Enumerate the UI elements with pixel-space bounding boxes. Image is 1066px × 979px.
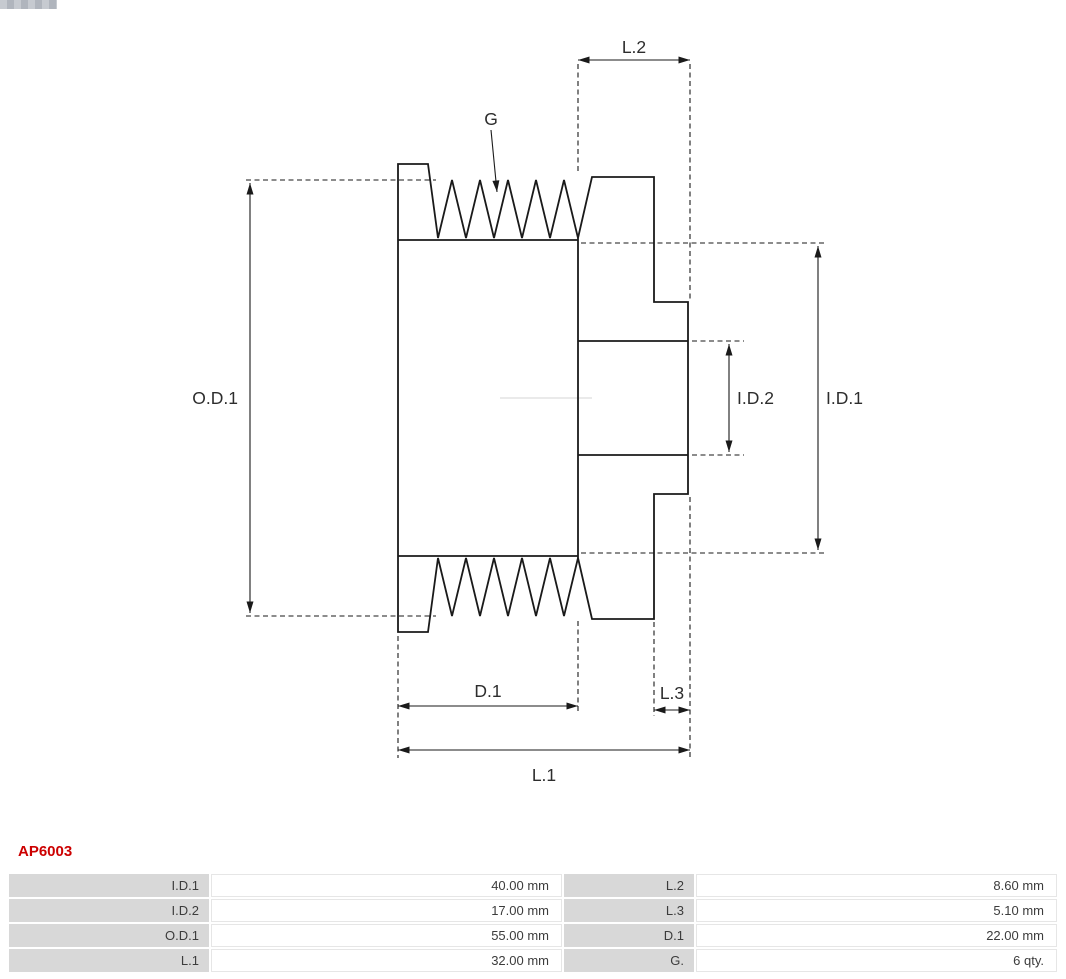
spec-value: 5.10 mm <box>696 899 1057 922</box>
table-row: I.D.2 17.00 mm L.3 5.10 mm <box>9 899 1057 922</box>
spec-value: 8.60 mm <box>696 874 1057 897</box>
table-row: I.D.1 40.00 mm L.2 8.60 mm <box>9 874 1057 897</box>
specs-table: I.D.1 40.00 mm L.2 8.60 mm I.D.2 17.00 m… <box>7 872 1059 974</box>
bore-lines <box>578 340 688 456</box>
technical-drawing: O.D.1 L.2 G I.D.2 I.D.1 D.1 L.3 L.1 <box>192 37 863 785</box>
dim-label-l2: L.2 <box>622 37 646 57</box>
groove-leader-line <box>490 129 500 193</box>
extension-lines <box>246 64 826 758</box>
dim-label-od1: O.D.1 <box>192 388 238 408</box>
spec-value: 55.00 mm <box>211 924 562 947</box>
spec-label: O.D.1 <box>9 924 209 947</box>
specs-section: I.D.1 40.00 mm L.2 8.60 mm I.D.2 17.00 m… <box>7 872 1059 974</box>
logo-fragment <box>0 0 57 9</box>
spec-label: I.D.2 <box>9 899 209 922</box>
spec-label: D.1 <box>564 924 694 947</box>
dim-label-g: G <box>484 109 498 129</box>
spec-value: 17.00 mm <box>211 899 562 922</box>
dimension-lines <box>246 56 822 754</box>
table-row: O.D.1 55.00 mm D.1 22.00 mm <box>9 924 1057 947</box>
rib-root-lines <box>398 239 578 557</box>
spec-label: L.1 <box>9 949 209 972</box>
spec-value: 6 qty. <box>696 949 1057 972</box>
part-number: AP6003 <box>18 843 73 860</box>
spec-label: L.3 <box>564 899 694 922</box>
spec-value: 40.00 mm <box>211 874 562 897</box>
spec-label: G. <box>564 949 694 972</box>
spec-label: L.2 <box>564 874 694 897</box>
spec-value: 32.00 mm <box>211 949 562 972</box>
pulley-outline <box>397 163 689 633</box>
spec-label: I.D.1 <box>9 874 209 897</box>
spec-value: 22.00 mm <box>696 924 1057 947</box>
pulley-profile <box>397 163 689 633</box>
dim-label-l3: L.3 <box>660 683 684 703</box>
dim-label-id1: I.D.1 <box>826 388 863 408</box>
dim-label-id2: I.D.2 <box>737 388 774 408</box>
dim-label-d1: D.1 <box>474 681 501 701</box>
table-row: L.1 32.00 mm G. 6 qty. <box>9 949 1057 972</box>
dim-label-l1: L.1 <box>532 765 556 785</box>
